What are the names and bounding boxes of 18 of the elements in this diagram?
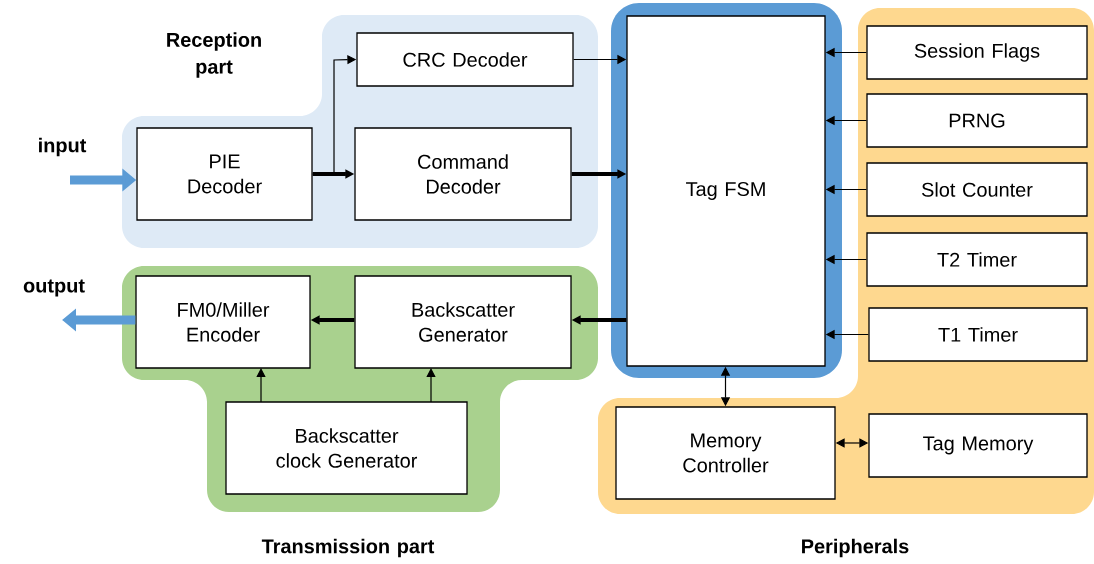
block-box: Command Decoder [354, 127, 572, 221]
block-box: Backscatter Generator [354, 275, 572, 369]
fsm-box: Tag FSM [611, 3, 842, 378]
block-box: PIE Decoder [136, 127, 313, 221]
arrow [256, 368, 266, 403]
block-box: Slot Counter [866, 162, 1088, 217]
block-box: T1 Timer [868, 307, 1088, 362]
edge-label: input [39, 137, 87, 157]
block-box: Session Flags [866, 25, 1088, 80]
block-box: CRC Decoder [356, 32, 574, 87]
block-box: Backscatter clock Generator [225, 401, 468, 495]
edge-label: output [23, 279, 85, 297]
block-box: T2 Timer [866, 232, 1088, 287]
block-box: Memory Controller [615, 406, 836, 500]
block-box: FM0/Miller Encoder [135, 275, 311, 369]
arrow [426, 368, 436, 403]
block-box: PRNG [866, 93, 1088, 148]
block-box: Tag Memory [868, 413, 1088, 478]
